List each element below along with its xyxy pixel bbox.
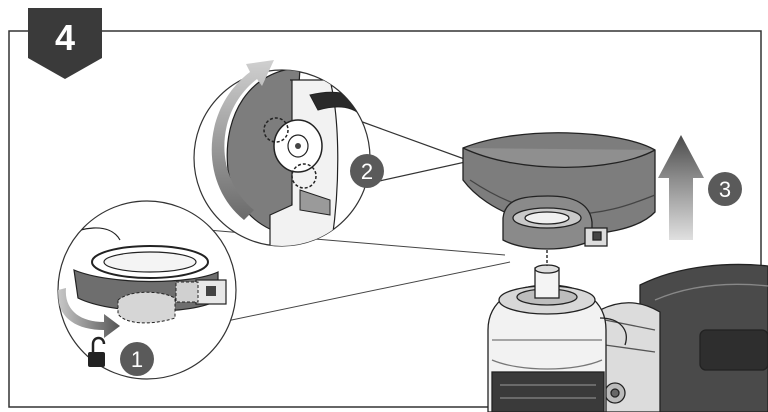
step-badge: 4 <box>28 8 102 79</box>
callout-connector-lines <box>195 228 511 323</box>
step-number: 4 <box>55 17 75 58</box>
grinder-body <box>599 263 768 412</box>
callout-3: 3 <box>708 172 742 206</box>
grinder-head <box>487 264 627 412</box>
callout-3-label: 3 <box>719 177 731 202</box>
callout-1: 1 <box>120 342 154 376</box>
detail-circle-rotate <box>193 60 371 247</box>
unlock-direction-arrow <box>58 288 120 338</box>
callout-2: 2 <box>350 154 384 188</box>
unlock-icon <box>88 336 106 367</box>
wheel-guard <box>462 132 656 250</box>
callout-2-label: 2 <box>361 159 373 184</box>
up-arrow-icon <box>658 135 704 240</box>
detail-circle-unlock <box>57 200 237 380</box>
callout-1-label: 1 <box>131 347 143 372</box>
step-frame <box>8 30 762 408</box>
rotate-arrow-icon <box>211 60 274 220</box>
